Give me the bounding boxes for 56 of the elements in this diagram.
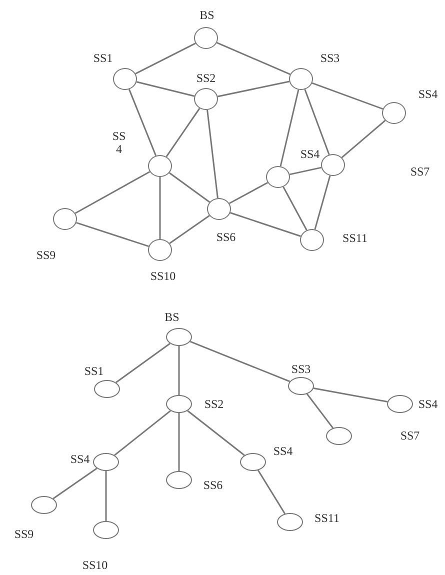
node-label: SS2 xyxy=(196,72,216,86)
connector-line xyxy=(257,470,286,514)
connector-line xyxy=(76,222,149,248)
connector-line xyxy=(206,110,218,198)
node-label: SS 4 xyxy=(111,130,127,156)
connector-line xyxy=(159,177,161,239)
node-label: SS6 xyxy=(203,479,223,493)
node-label: SS10 xyxy=(150,270,176,284)
connector-line xyxy=(341,120,386,158)
connector-line xyxy=(169,215,210,244)
connector-line xyxy=(114,410,171,456)
connector-line xyxy=(168,172,210,203)
connector-line xyxy=(228,182,268,204)
connector-line xyxy=(230,212,301,237)
node-label: SS1 xyxy=(93,52,113,66)
connector-line xyxy=(178,346,180,395)
node-label: SS3 xyxy=(291,363,311,377)
node-label: SS6 xyxy=(216,231,236,245)
node-label: SS4 xyxy=(300,148,320,162)
node-label: SS4 xyxy=(70,453,90,467)
connector-line xyxy=(218,80,290,98)
connector-line xyxy=(282,186,308,230)
connector-line xyxy=(313,388,388,402)
connector-line xyxy=(74,171,150,214)
connector-line xyxy=(178,413,180,471)
node-label: SS4 xyxy=(273,445,293,459)
connector-line xyxy=(136,81,195,97)
connector-line xyxy=(306,394,334,428)
connector-line xyxy=(190,340,290,382)
connector-line xyxy=(135,42,196,74)
node-label: SS2 xyxy=(204,398,224,412)
node-label: SS4 xyxy=(418,398,438,412)
node-label: SS4 xyxy=(418,88,438,102)
connector-line xyxy=(105,471,107,521)
node-label: SS11 xyxy=(314,512,340,526)
node-label: SS1 xyxy=(84,365,104,379)
node-label: SS9 xyxy=(36,249,56,263)
connector-line xyxy=(290,166,322,176)
connector-line xyxy=(128,89,157,156)
station-label: SS7 xyxy=(400,428,420,444)
connector-line xyxy=(166,108,200,158)
node-label: SS10 xyxy=(82,559,108,573)
connector-line xyxy=(187,410,245,456)
connector-line xyxy=(216,42,290,75)
connector-line xyxy=(304,89,330,155)
node-label: SS3 xyxy=(320,52,340,66)
connector-line xyxy=(52,468,98,500)
station-label: SS7 xyxy=(410,164,430,180)
node-label: SS9 xyxy=(14,528,34,542)
connector-line xyxy=(280,90,300,166)
node-label: BS xyxy=(200,9,214,23)
node-label: BS xyxy=(164,311,180,325)
connector-line xyxy=(312,82,384,110)
node-label: SS11 xyxy=(342,232,368,246)
connector-line xyxy=(116,342,170,384)
connector-line xyxy=(314,175,331,230)
